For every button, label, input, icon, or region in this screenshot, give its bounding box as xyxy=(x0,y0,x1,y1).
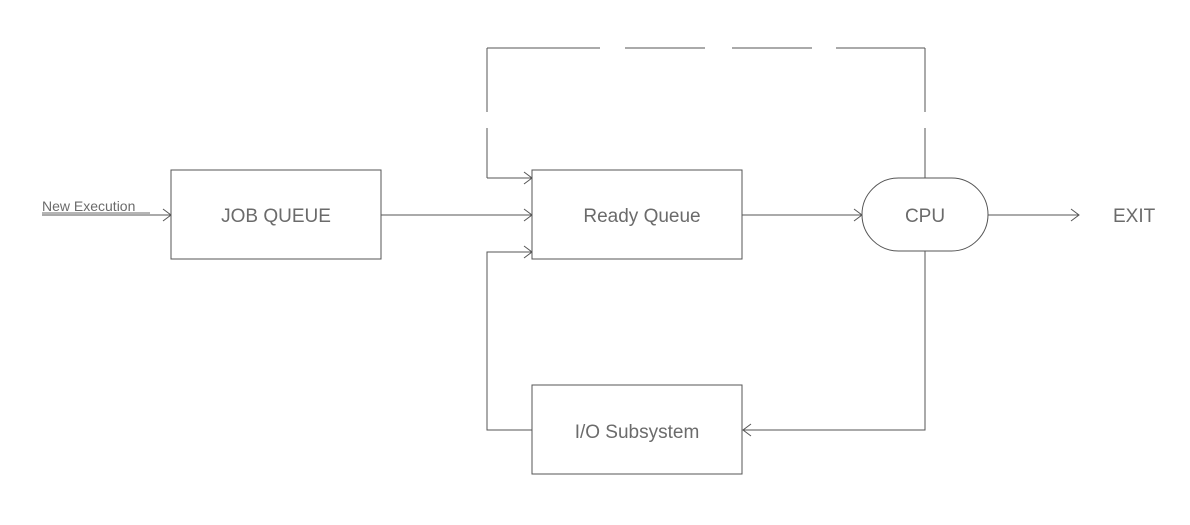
io-subsystem-node: I/O Subsystem xyxy=(531,384,743,475)
io-subsystem-label: I/O Subsystem xyxy=(575,422,700,443)
edge-cpu-to-io xyxy=(742,251,926,437)
edge-cpu-to-readyqueue-dashed xyxy=(486,47,926,185)
edge-readyqueue-to-cpu xyxy=(742,208,863,222)
edge-cpu-to-exit xyxy=(988,208,1080,222)
job-queue-node: JOB QUEUE xyxy=(170,169,382,260)
edge-jobqueue-to-readyqueue xyxy=(381,208,533,222)
ready-queue-label: Ready Queue xyxy=(583,206,700,227)
new-execution-label: New Execution xyxy=(42,198,135,214)
ready-queue-node: Ready Queue xyxy=(531,169,743,260)
edge-io-to-readyqueue xyxy=(486,245,533,431)
cpu-label: CPU xyxy=(905,206,945,227)
cpu-node: CPU xyxy=(861,177,989,252)
edge-new-execution: New Execution xyxy=(42,198,172,222)
exit-label: EXIT xyxy=(1113,206,1156,227)
job-queue-label: JOB QUEUE xyxy=(221,206,331,227)
